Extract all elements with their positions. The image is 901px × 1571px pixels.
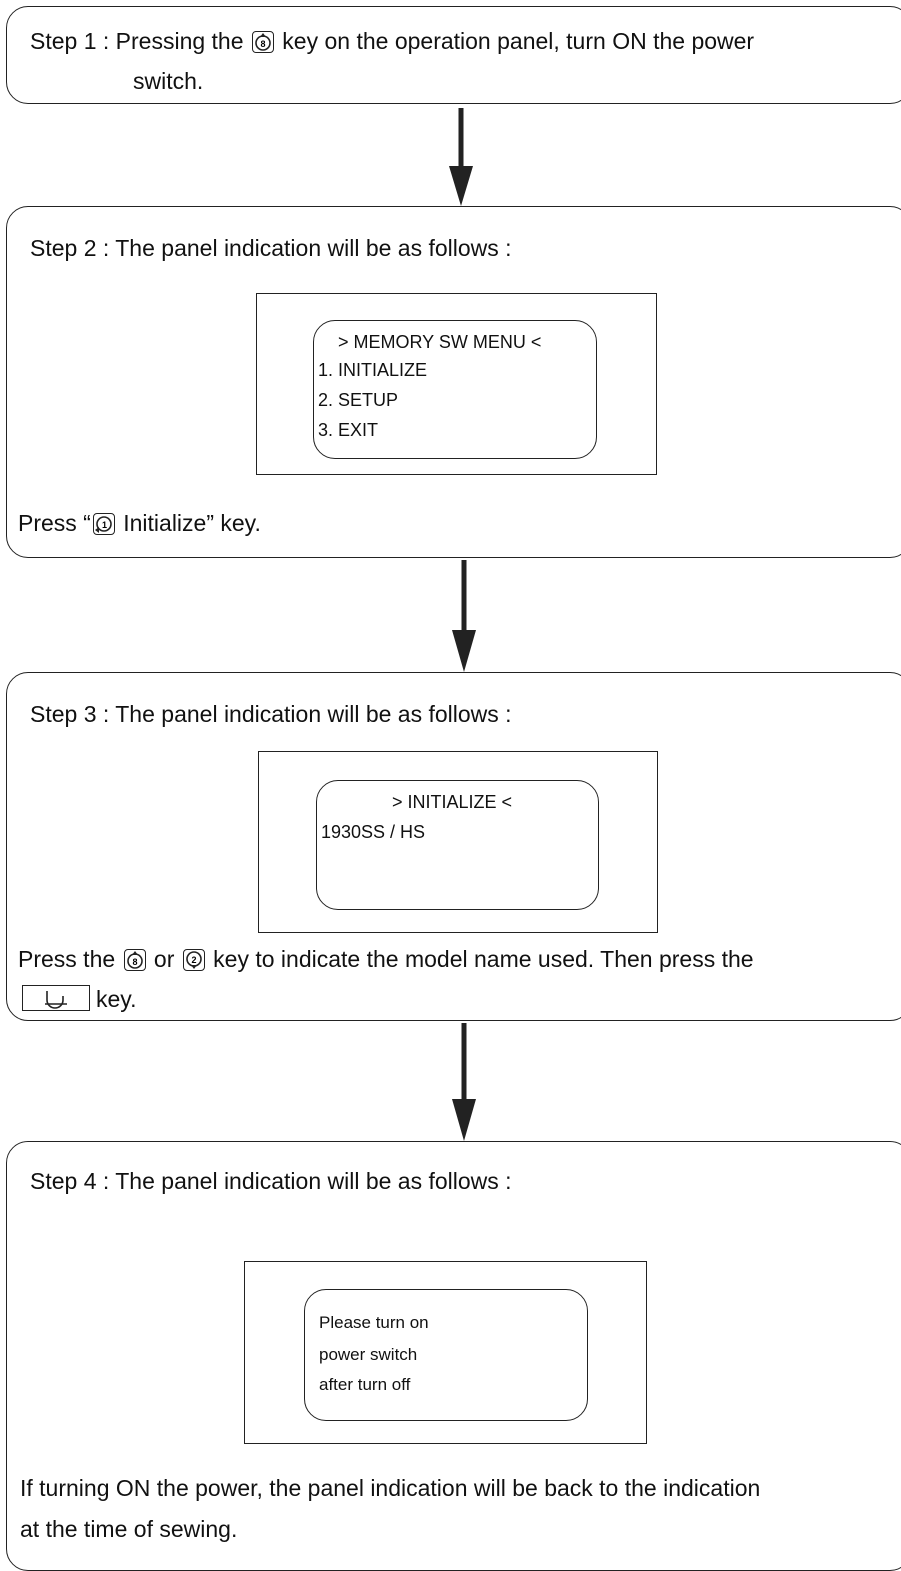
step2-note-pre: Press “: [18, 510, 91, 536]
step1-line1: Step 1 : Pressing the 8 key on the opera…: [30, 26, 754, 56]
step3-note-line2: key.: [22, 984, 136, 1014]
step3-note-post: key to indicate the model name used. The…: [206, 946, 754, 972]
lcd-line: 3. EXIT: [318, 420, 379, 440]
arrow-down-icon: [452, 560, 476, 672]
lcd-line: power switch: [319, 1345, 418, 1364]
step2-note: Press “ 1 Initialize” key.: [18, 508, 261, 538]
step1-line2: switch.: [133, 68, 204, 94]
lcd-line: 1930SS / HS: [321, 822, 426, 842]
step2-title: Step 2 : The panel indication will be as…: [30, 235, 512, 261]
step4-note-line2: at the time of sewing.: [20, 1516, 238, 1542]
step3-note-line2-text: key.: [96, 986, 137, 1012]
key-label: 2: [191, 955, 196, 965]
lcd-line: > INITIALIZE <: [392, 792, 513, 812]
lcd-screen: > INITIALIZE < 1930SS / HS: [316, 780, 599, 910]
lcd-line: 1. INITIALIZE: [318, 360, 428, 380]
step3-note-line1: Press the 8 or 2 key to indicate the mod…: [18, 944, 754, 974]
step2-note-post: Initialize” key.: [116, 510, 261, 536]
key-8-up-icon: 8: [251, 31, 274, 53]
lcd-line: 2. SETUP: [318, 390, 399, 410]
key-label: 1: [102, 520, 107, 530]
arrow-down-icon: [449, 108, 473, 206]
arrow-down-icon: [452, 1023, 476, 1141]
lcd-line: > MEMORY SW MENU <: [338, 332, 542, 352]
step1-text-post: key on the operation panel, turn ON the …: [275, 28, 755, 54]
enter-key-icon: [22, 985, 90, 1011]
step3-title: Step 3 : The panel indication will be as…: [30, 701, 512, 727]
key-8-up-icon: 8: [123, 949, 146, 971]
step4-note-line1: If turning ON the power, the panel indic…: [20, 1475, 761, 1501]
step4-title: Step 4 : The panel indication will be as…: [30, 1168, 512, 1194]
lcd-screen: Please turn on power switch after turn o…: [304, 1289, 588, 1421]
lcd-line: Please turn on: [319, 1313, 429, 1332]
key-label: 8: [260, 39, 265, 49]
step3-note-pre: Press the: [18, 946, 122, 972]
step3-note-mid: or: [147, 946, 181, 972]
key-1-icon: 1: [92, 513, 115, 535]
step1-box: [6, 6, 901, 104]
step1-text-pre: Step 1 : Pressing the: [30, 28, 250, 54]
key-label: 8: [132, 957, 137, 967]
lcd-screen: > MEMORY SW MENU < 1. INITIALIZE 2. SETU…: [313, 320, 597, 459]
lcd-line: after turn off: [319, 1375, 411, 1394]
key-2-down-icon: 2: [182, 949, 205, 971]
